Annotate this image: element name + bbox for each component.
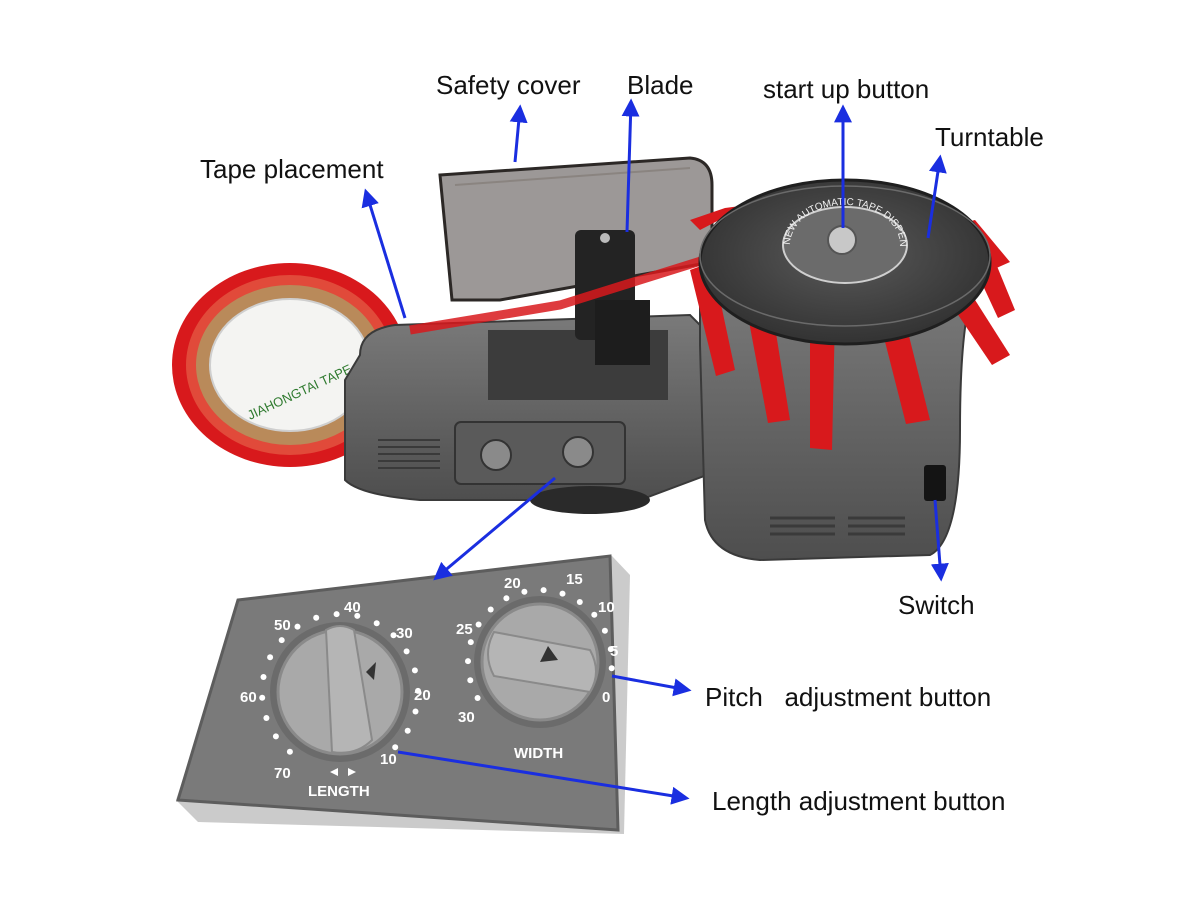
length-dial	[259, 611, 421, 762]
dial-scale-dot	[591, 611, 598, 618]
label-start-up-button: start up button	[763, 74, 930, 104]
arrow-turntable	[926, 154, 947, 239]
dial-scale-dot	[474, 695, 481, 701]
arrow-safety-cover	[509, 104, 528, 163]
dial-scale-dot	[286, 748, 293, 755]
machine-body	[344, 230, 722, 514]
dial-scale-dot	[601, 627, 608, 634]
dial-scale-dot	[540, 587, 547, 594]
dial-scale-dot	[267, 654, 274, 661]
label-safety-cover: Safety cover	[436, 70, 581, 100]
length-tick-70: 70	[274, 765, 291, 782]
length-dial-name: LENGTH	[308, 783, 370, 800]
dial-scale-dot	[272, 733, 279, 740]
length-tick-10: 10	[380, 751, 397, 768]
dial-scale-dot	[390, 632, 397, 639]
arrow-pitch	[611, 674, 692, 697]
dial-scale-dot	[403, 648, 410, 655]
length-tick-40: 40	[344, 599, 361, 616]
dial-scale-dot	[412, 708, 419, 715]
label-tape-placement: Tape placement	[200, 154, 384, 184]
label-turntable: Turntable	[935, 122, 1044, 152]
width-dial-name: WIDTH	[514, 745, 563, 762]
control-panel-detail	[176, 554, 630, 834]
arrow-tape-placement	[361, 188, 407, 319]
width-tick-30: 30	[458, 709, 475, 726]
length-tick-20: 20	[414, 687, 431, 704]
width-tick-20: 20	[504, 575, 521, 592]
dial-scale-dot	[263, 715, 270, 721]
width-dial-labels: 0 5 10 15 20 25 30 WIDTH	[456, 571, 618, 762]
dial-scale-dot	[467, 639, 474, 646]
length-tick-30: 30	[396, 625, 413, 642]
width-tick-15: 15	[566, 571, 583, 588]
length-dial-labels: 10 20 30 40 50 60 70 LENGTH	[240, 599, 431, 800]
dial-scale-dot	[503, 595, 510, 602]
dial-scale-dot	[487, 606, 494, 613]
dial-scale-dot	[467, 677, 474, 684]
tape-roll: JIAHONGTAI TAPE	[172, 263, 408, 467]
width-dial	[465, 587, 615, 728]
arrow-blade	[621, 98, 640, 233]
dial-scale-dot	[559, 590, 566, 597]
dial-scale-dot	[607, 646, 614, 653]
length-tick-60: 60	[240, 689, 257, 706]
arrow-panel-zoom	[433, 476, 556, 581]
dial-scale-dot	[404, 727, 411, 734]
dial-scale-dot	[415, 687, 421, 694]
label-switch: Switch	[898, 590, 975, 620]
dial-scale-dot	[576, 599, 583, 605]
width-tick-0: 0	[602, 689, 610, 706]
dial-scale-dot	[475, 621, 482, 628]
dial-scale-dot	[411, 667, 418, 674]
dial-scale-dot	[392, 744, 399, 751]
start-up-button-shape	[827, 225, 857, 255]
label-pitch-adjustment: Pitch adjustment button	[705, 682, 992, 712]
label-blade: Blade	[627, 70, 694, 100]
dial-scale-dot	[354, 612, 361, 619]
dial-scale-dot	[259, 694, 266, 701]
width-tick-25: 25	[456, 621, 473, 638]
dial-scale-dot	[278, 637, 285, 644]
dial-scale-dot	[521, 588, 528, 595]
callout-arrows	[361, 98, 949, 805]
width-tick-10: 10	[598, 599, 615, 616]
dial-scale-dot	[260, 674, 267, 680]
arrow-length	[397, 750, 690, 805]
dial-scale-dot	[373, 620, 380, 627]
dial-scale-dot	[465, 658, 471, 665]
power-switch	[924, 465, 946, 501]
dial-scale-dot	[608, 665, 615, 672]
label-length-adjustment: Length adjustment button	[712, 786, 1006, 816]
dial-scale-dot	[333, 611, 340, 618]
length-tick-50: 50	[274, 617, 291, 634]
arrow-switch	[930, 499, 949, 582]
dial-scale-dot	[313, 614, 320, 621]
width-tick-5: 5	[610, 643, 618, 660]
dial-scale-dot	[294, 623, 301, 630]
